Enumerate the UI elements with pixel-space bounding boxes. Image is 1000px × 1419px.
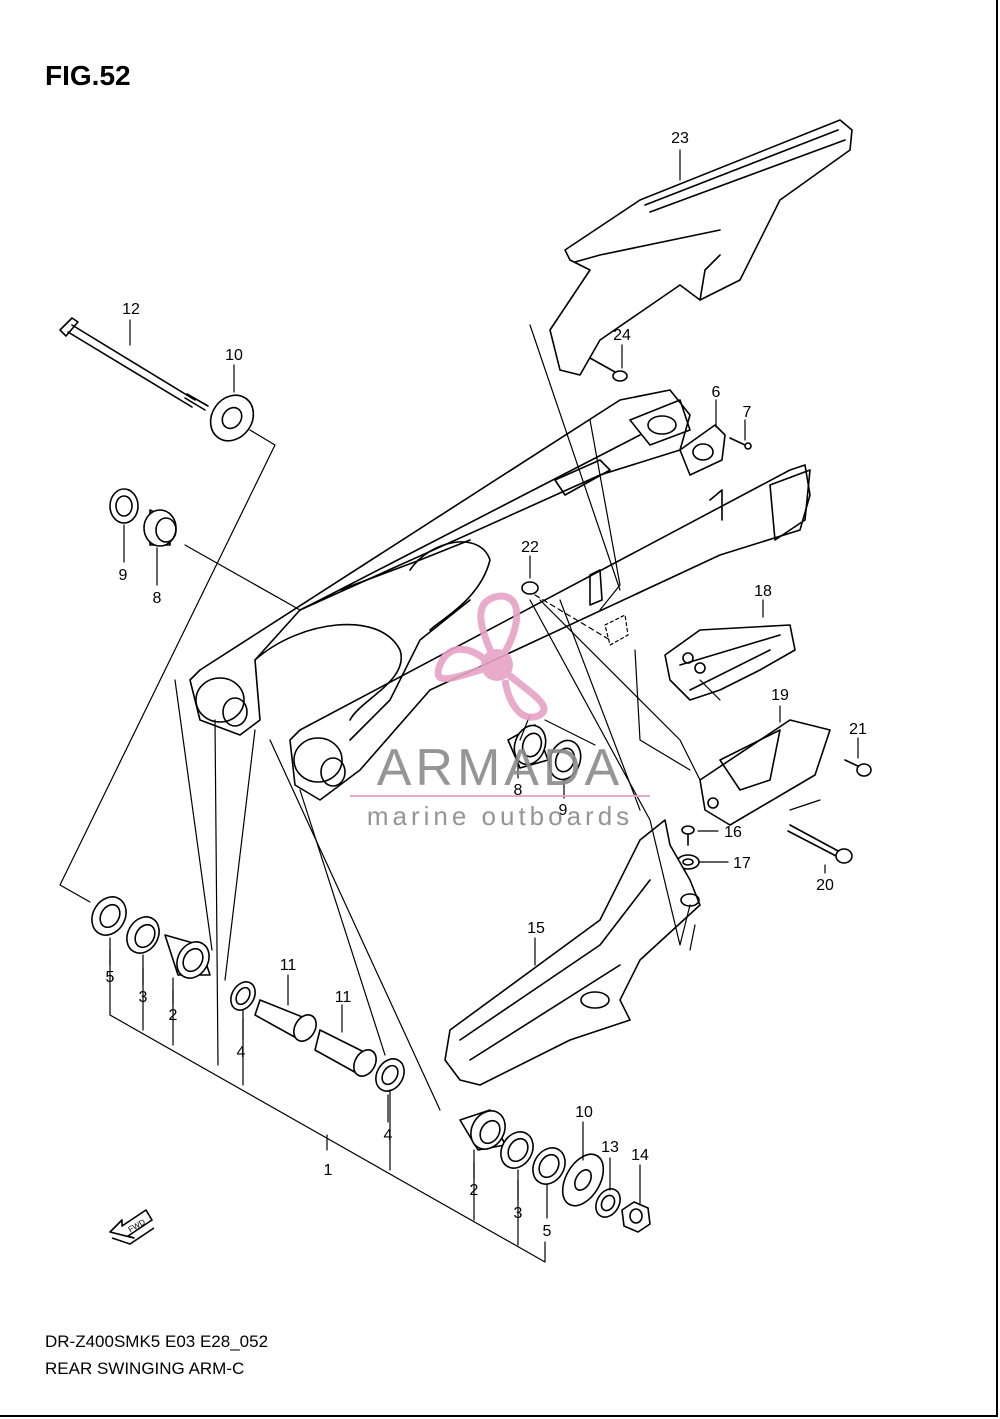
chain-cover-part	[549, 119, 853, 376]
dashed-reference-line	[534, 594, 611, 641]
callout-collar-11-b: 11	[335, 989, 352, 1006]
callout-pivot-bolt: 12	[122, 301, 140, 318]
propeller-logo-icon	[434, 592, 548, 721]
callout-washer-10-top: 10	[225, 347, 243, 364]
callout-collar-11-a: 11	[280, 957, 297, 974]
pivot-bolt-part	[59, 317, 209, 411]
seal-5-left-part	[91, 896, 127, 936]
callout-seal-3-left: 3	[139, 989, 148, 1006]
callout-leaders	[109, 149, 859, 1219]
collar-11-b-part	[314, 1029, 377, 1077]
seal-bearing-top-part	[109, 488, 177, 547]
callout-seal-9-right: 9	[559, 802, 568, 819]
seal-3-left-part	[126, 916, 160, 954]
callout-bolt-20: 20	[816, 877, 834, 894]
adjuster-plate-part	[679, 424, 752, 476]
screw-16-part	[681, 825, 695, 846]
figure-title: FIG.52	[45, 60, 131, 91]
chain-slider-part	[444, 819, 701, 1086]
callout-chain-guide-18: 18	[754, 583, 772, 600]
chain-guide-18-part	[664, 624, 796, 701]
callout-washer-4-right: 4	[384, 1127, 393, 1144]
washer-13-part	[595, 1188, 621, 1218]
swingarm-part	[189, 389, 811, 801]
callout-screw-16: 16	[724, 824, 742, 841]
callout-swingarm: 1	[324, 1162, 333, 1179]
callout-washer-10-bottom: 10	[575, 1104, 593, 1121]
collar-11-a-part	[254, 999, 317, 1042]
watermark: ARMADA marine outboards	[350, 592, 650, 831]
bearing-2-right-part	[459, 1109, 506, 1151]
callout-seal-3-right: 3	[514, 1205, 523, 1222]
callout-bolt-21: 21	[849, 721, 867, 738]
washer-10-top-part	[209, 394, 255, 442]
watermark-tagline: marine outboards	[367, 801, 633, 831]
seal-9-right-part	[548, 739, 582, 781]
chain-guide-19-part	[699, 719, 831, 826]
bolt-24-part	[589, 357, 628, 382]
seal-3-right-part	[500, 1131, 534, 1169]
nut-14-part	[621, 1201, 651, 1233]
bolt-21-part	[844, 759, 872, 777]
callout-bearing-8-right: 8	[514, 782, 523, 799]
washer-10-bottom-part	[561, 1153, 605, 1207]
callout-chain-guide-19: 19	[771, 687, 789, 704]
seal-5-right-part	[532, 1147, 566, 1185]
callout-washer-17: 17	[733, 855, 751, 872]
callout-washer-13: 13	[601, 1139, 619, 1156]
bolt-20-part	[787, 824, 853, 864]
section-name: REAR SWINGING ARM-C	[45, 1359, 245, 1378]
callout-bearing-8-top: 8	[153, 590, 162, 607]
callout-bearing-2-right: 2	[470, 1182, 479, 1199]
callout-bolt-24: 24	[613, 327, 631, 344]
washer-4-left-part	[230, 981, 256, 1011]
bearing-2-left-part	[164, 934, 211, 979]
fwd-arrow-icon: FWD	[109, 1209, 155, 1245]
assembly-lines	[59, 324, 821, 1263]
callout-seal-5-right: 5	[543, 1223, 552, 1240]
watermark-brand: ARMADA	[377, 739, 623, 797]
callout-bearing-2-left: 2	[169, 1007, 178, 1024]
nut-22-part	[521, 581, 539, 595]
callout-adjuster-plate: 6	[712, 384, 721, 401]
callout-nut-22: 22	[521, 539, 539, 556]
callout-seal-5-left: 5	[106, 969, 115, 986]
model-code: DR-Z400SMK5 E03 E28_052	[45, 1332, 269, 1351]
washer-4-right-part	[375, 1058, 405, 1092]
callout-chain-cover: 23	[671, 130, 689, 147]
dashed-hidden-part	[604, 614, 629, 646]
callout-nut-14: 14	[631, 1147, 649, 1164]
callout-chain-slider: 15	[527, 920, 545, 937]
callout-screw-7: 7	[743, 404, 752, 421]
callout-seal-9-top: 9	[119, 567, 128, 584]
callout-washer-4-left: 4	[237, 1044, 246, 1061]
